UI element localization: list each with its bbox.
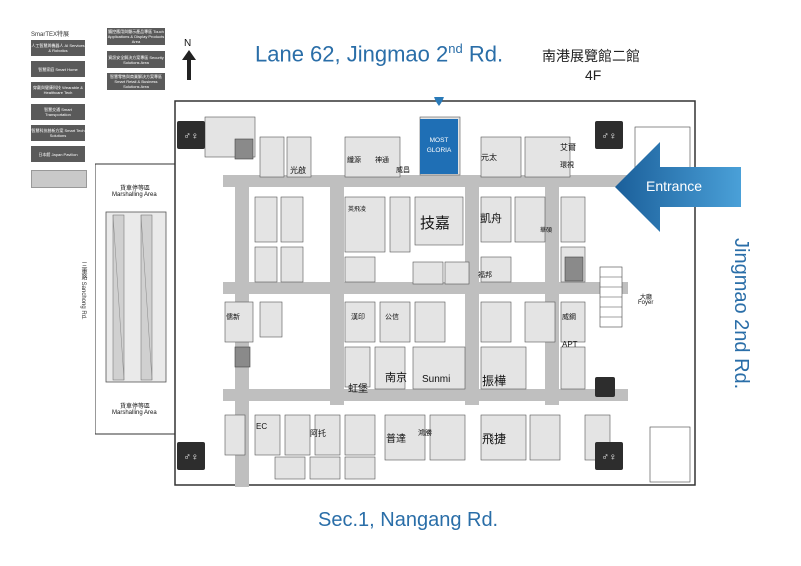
booth-asus: 華碩	[540, 228, 553, 234]
booth-huanshi: 環視	[560, 162, 574, 169]
legend-item-wearable: 穿戴與健康科技 Wearable & Healthcare Tech	[31, 82, 85, 98]
booth-gigabyte: 技嘉	[420, 215, 451, 232]
booth-nanjing: 南京	[385, 372, 407, 384]
booth-feijie: 飛捷	[482, 432, 507, 446]
booth-hanyin: 漢印	[351, 314, 365, 321]
booth-aier: 艾爾	[560, 143, 576, 152]
legend-item-ai: 人工智慧與機器人 AI Services & Robotics	[31, 40, 85, 56]
legend-item-touch: 觸控應用與顯示產品專區 Touch Applications & Display…	[107, 28, 165, 45]
legend-item-home: 智慧家庭 Smart Home	[31, 61, 85, 77]
booth-ec: EC	[256, 422, 268, 431]
legend-item-security: 資訊安全解決方案專區 Security Solutions Area	[107, 51, 165, 68]
svg-text:♂♀: ♂♀	[602, 452, 617, 463]
legend-item-solutions: 智慧科技創新方案 Smart Tech Solutions	[31, 125, 85, 141]
legend-item-japan: 日本館 Japan Pavilion	[31, 146, 85, 162]
booth-shentong: 神通	[375, 157, 389, 164]
foyer-zh: 大廳	[640, 295, 653, 301]
booth-gongxin: 公信	[385, 314, 399, 321]
entrance-label: Entrance	[646, 178, 703, 194]
booth-guangqi: 光啟	[290, 166, 306, 175]
hall-name: 南港展覽館二館	[542, 48, 640, 64]
floor-label: 4F	[585, 67, 602, 83]
legend-title: SmarTEX特展	[31, 32, 70, 38]
foyer-en: Foyer	[638, 300, 654, 306]
floor-plan: ♂♀ ♂♀ ♂♀ ♂♀	[95, 97, 696, 487]
booth-ruxin: 儒新	[226, 314, 240, 321]
legend-item-blank	[31, 170, 87, 188]
top-road-label: Lane 62, Jingmao 2nd Rd.	[255, 41, 504, 67]
left-road-label: 三重路 Sanchong Rd.	[80, 262, 86, 320]
booth-apt: APT	[562, 340, 578, 349]
compass-label: N	[184, 38, 192, 49]
bottom-road-label: Sec.1, Nangang Rd.	[318, 509, 499, 531]
booth-atuo: 阿托	[310, 429, 326, 438]
entrance-arrow-icon	[615, 142, 741, 232]
booth-xianyuan: 纖源	[347, 157, 361, 164]
booth-kaizhou: 凱舟	[480, 213, 502, 225]
booth-zhenhua: 振樺	[482, 374, 507, 388]
most-gloria-line2: GLORIA	[426, 147, 452, 154]
svg-text:♂♀: ♂♀	[602, 131, 617, 142]
booth-weigang: 威鋼	[562, 314, 576, 321]
svg-text:♂♀: ♂♀	[184, 131, 199, 142]
most-gloria-line1: MOST	[429, 137, 449, 144]
booth-sunmi: Sunmi	[422, 374, 451, 385]
north-arrow-icon	[182, 50, 196, 80]
booth-pudaa: 普達	[386, 434, 406, 445]
marshalling-bottom-en: Marshalling Area	[112, 410, 157, 416]
booth-fubang: 福邦	[478, 272, 492, 279]
legend-item-transport: 智慧交通 Smart Transportation	[31, 104, 85, 120]
marshalling-top-zh: 貨車停等區	[120, 186, 151, 192]
booth-yuantai: 元太	[481, 153, 497, 162]
legend-item-retail: 智慧零售與商業解決方案專區 Smart Retail & Business So…	[107, 73, 165, 90]
marshalling-bottom-zh: 貨車停等區	[120, 404, 151, 410]
booth-infineon: 英飛凌	[348, 207, 367, 213]
right-road-label: Jingmao 2nd Rd.	[730, 238, 752, 390]
svg-text:♂♀: ♂♀	[184, 452, 199, 463]
booth-hongbao: 虹堡	[348, 384, 368, 395]
booth-hongsheng: 鴻勝	[418, 430, 432, 437]
booth-weichang: 威昌	[396, 167, 410, 174]
marshalling-top-en: Marshalling Area	[112, 192, 157, 198]
most-gloria-booth[interactable]: MOST GLORIA	[420, 136, 458, 156]
location-pin-icon	[434, 97, 444, 106]
